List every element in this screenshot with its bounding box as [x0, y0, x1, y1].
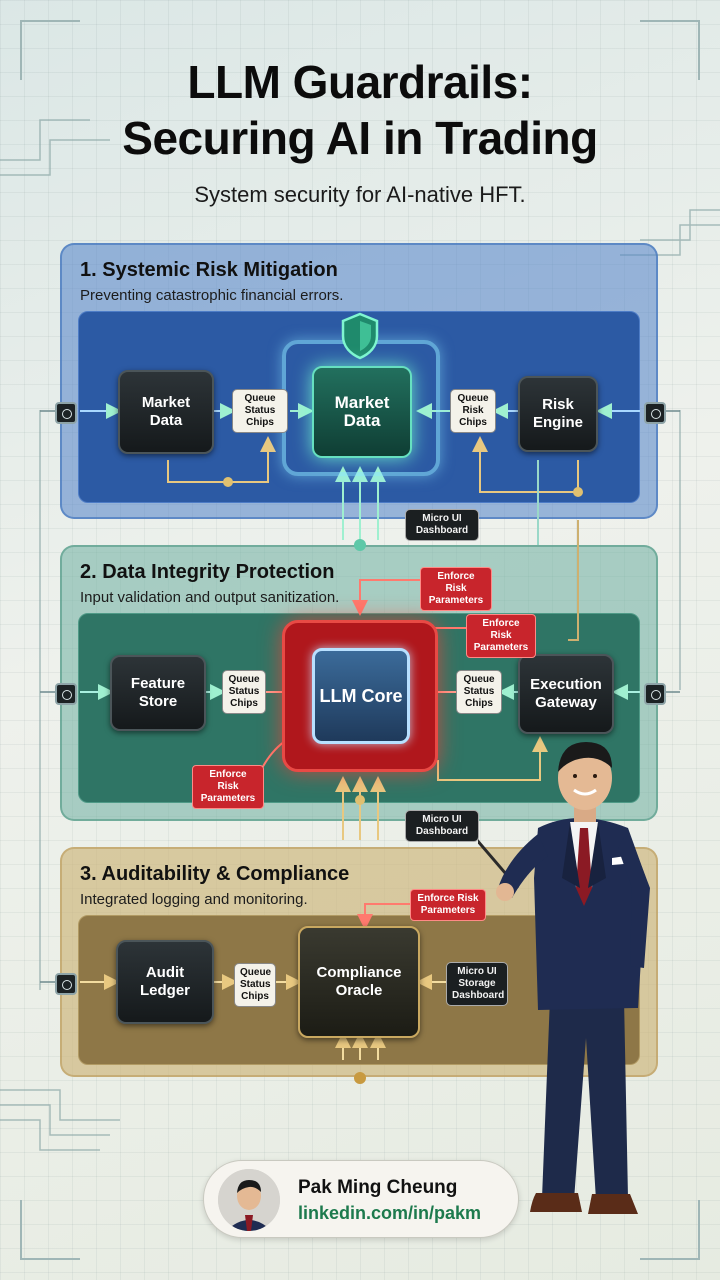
- port-icon: [55, 973, 77, 995]
- shield-icon: [341, 312, 379, 360]
- chip-micro-ui-storage: Micro UI Storage Dashboard: [446, 962, 508, 1006]
- port-icon: [55, 683, 77, 705]
- node-market-data-core: Market Data: [312, 366, 412, 458]
- section-subtitle: Preventing catastrophic financial errors…: [80, 287, 344, 304]
- node-feature-store: Feature Store: [110, 655, 206, 731]
- node-audit-ledger: Audit Ledger: [116, 940, 214, 1024]
- avatar: [218, 1169, 280, 1231]
- section-subtitle: Integrated logging and monitoring.: [80, 891, 308, 908]
- frame-corner: [640, 20, 700, 80]
- frame-corner: [20, 1200, 80, 1260]
- tag-enforce-risk: Enforce Risk Parameters: [466, 614, 536, 658]
- port-icon: [644, 402, 666, 424]
- port-icon: [55, 402, 77, 424]
- node-llm-core: LLM Core: [312, 648, 410, 744]
- node-compliance-oracle: Compliance Oracle: [298, 926, 420, 1038]
- presenter-illustration: [478, 742, 650, 1214]
- section-title: 1. Systemic Risk Mitigation: [80, 259, 338, 281]
- chip-queue-risk: Queue Risk Chips: [450, 389, 496, 433]
- section-title: 3. Auditability & Compliance: [80, 863, 350, 885]
- profile-link[interactable]: linkedin.com/in/pakm: [298, 1203, 482, 1223]
- profile-card[interactable]: Pak Ming Cheung linkedin.com/in/pakm: [203, 1160, 519, 1238]
- chip-queue-status: Queue Status Chips: [234, 963, 276, 1007]
- tag-enforce-risk: Enforce Risk Parameters: [410, 889, 486, 921]
- chip-queue-status: Queue Status Chips: [232, 389, 288, 433]
- tag-enforce-risk: Enforce Risk Parameters: [192, 765, 264, 809]
- frame-corner: [20, 20, 80, 80]
- page-title: LLM Guardrails: Securing AI in Trading: [122, 56, 598, 164]
- page-subtitle: System security for AI-native HFT.: [194, 182, 526, 207]
- profile-name: Pak Ming Cheung: [298, 1177, 458, 1198]
- chip-queue-status: Queue Status Chips: [456, 670, 502, 714]
- node-risk-engine: Risk Engine: [518, 376, 598, 452]
- frame-corner: [640, 1200, 700, 1260]
- section-subtitle: Input validation and output sanitization…: [80, 589, 340, 606]
- chip-queue-status: Queue Status Chips: [222, 670, 266, 714]
- section-title: 2. Data Integrity Protection: [80, 561, 335, 583]
- tag-enforce-risk: Enforce Risk Parameters: [420, 567, 492, 611]
- chip-micro-ui-dashboard: Micro UI Dashboard: [405, 810, 479, 842]
- chip-micro-ui-dashboard: Micro UI Dashboard: [405, 509, 479, 541]
- node-execution-gateway: Execution Gateway: [518, 654, 614, 734]
- node-market-data: Market Data: [118, 370, 214, 454]
- port-icon: [644, 683, 666, 705]
